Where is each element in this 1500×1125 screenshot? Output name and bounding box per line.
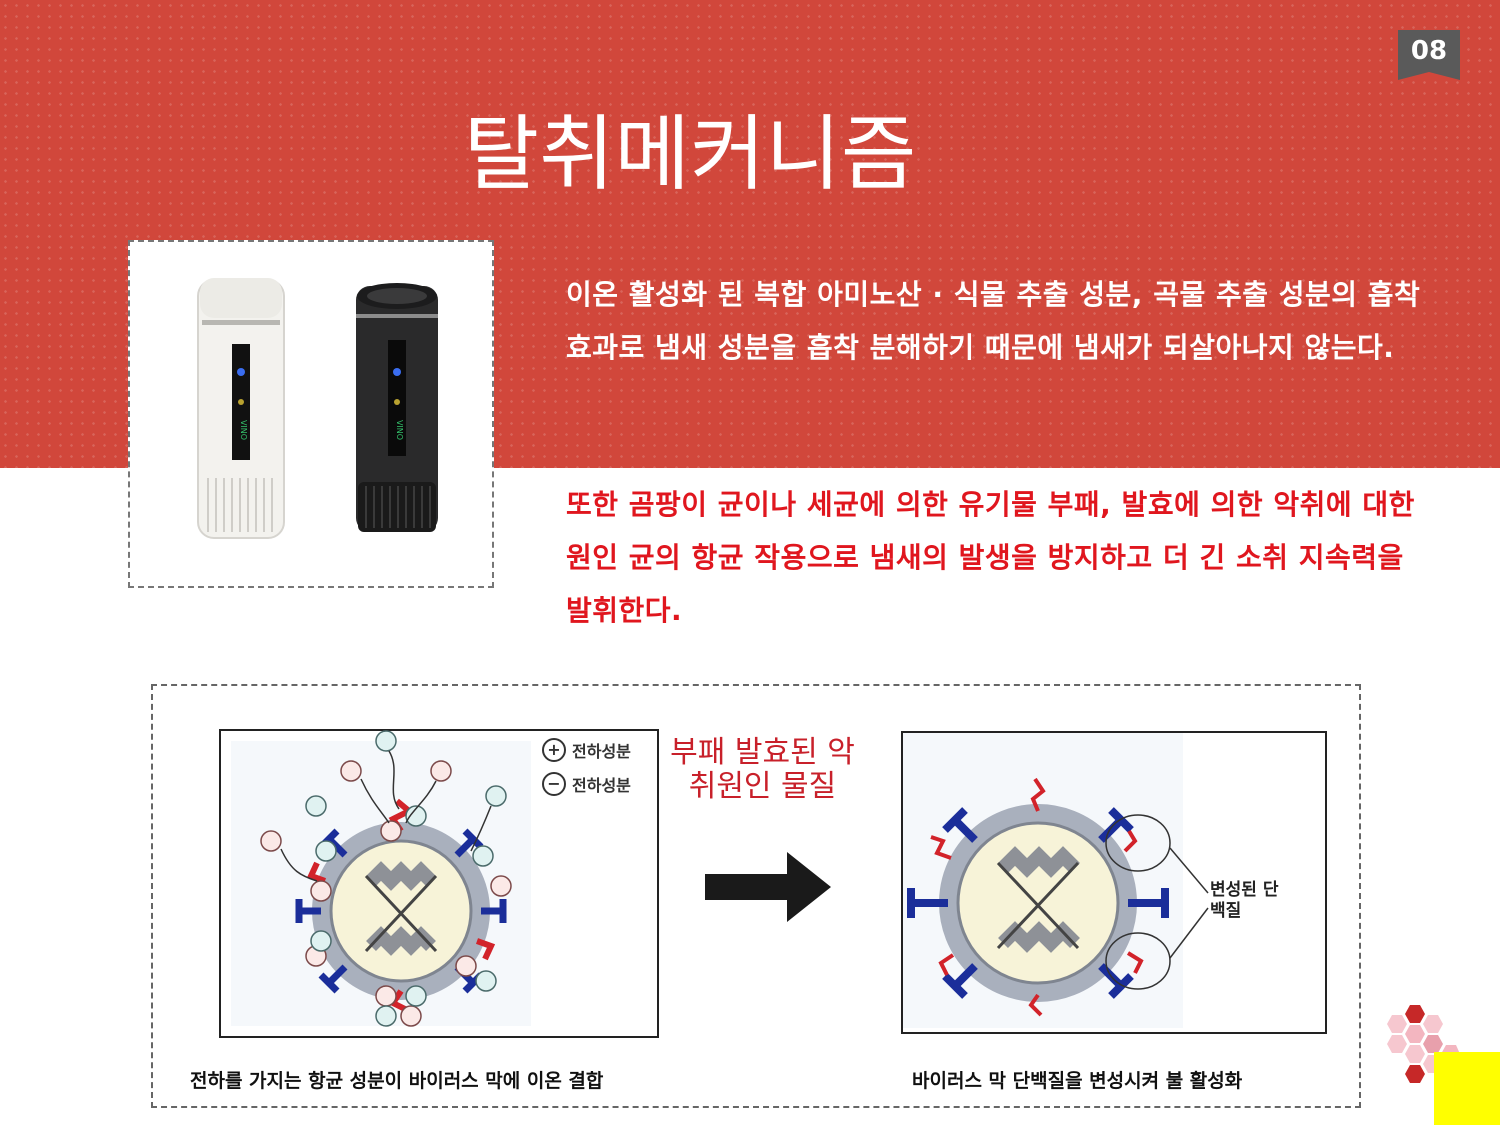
page-number-badge: 08 [1398,30,1460,80]
virus-binding-drawing [231,730,531,1027]
diagram-frame [151,684,1361,1108]
legend-positive-row: + 전하성분 [542,733,658,767]
minus-icon: − [542,772,566,796]
legend-negative-row: − 전하성분 [542,767,658,801]
white-purifier-image: VINO [197,278,285,539]
corner-accent [1434,1052,1500,1125]
product-photo: VINO VINO [197,278,438,539]
white-purifier-brand: VINO [239,420,248,440]
black-purifier-brand: VINO [395,420,404,440]
arrow-right-icon [705,852,831,922]
legend-negative-label: 전하성분 [572,776,631,795]
caption-binding: 전하를 가지는 항균 성분이 바이러스 막에 이온 결합 [190,1070,604,1092]
plus-icon: + [542,738,566,762]
page-title: 탈취메커니즘 [463,107,917,202]
black-purifier-image: VINO [356,283,438,532]
intro-paragraph-2: 또한 곰팡이 균이나 세균에 의한 유기물 부패, 발효에 의한 악취에 대한 … [566,488,1415,627]
charge-legend: + 전하성분 − 전하성분 [542,733,658,801]
denatured-protein-label: 변성된 단백질 [1210,880,1294,924]
odor-substance-label: 부패 발효된 악취원인 물질 [670,735,855,804]
intro-paragraph-1: 이온 활성화 된 복합 아미노산 · 식물 추출 성분, 곡물 추출 성분의 흡… [566,278,1421,364]
caption-inactivation: 바이러스 막 단백질을 변성시켜 불 활성화 [912,1070,1243,1092]
virus-denatured-drawing [903,733,1209,1028]
legend-positive-label: 전하성분 [572,742,631,761]
